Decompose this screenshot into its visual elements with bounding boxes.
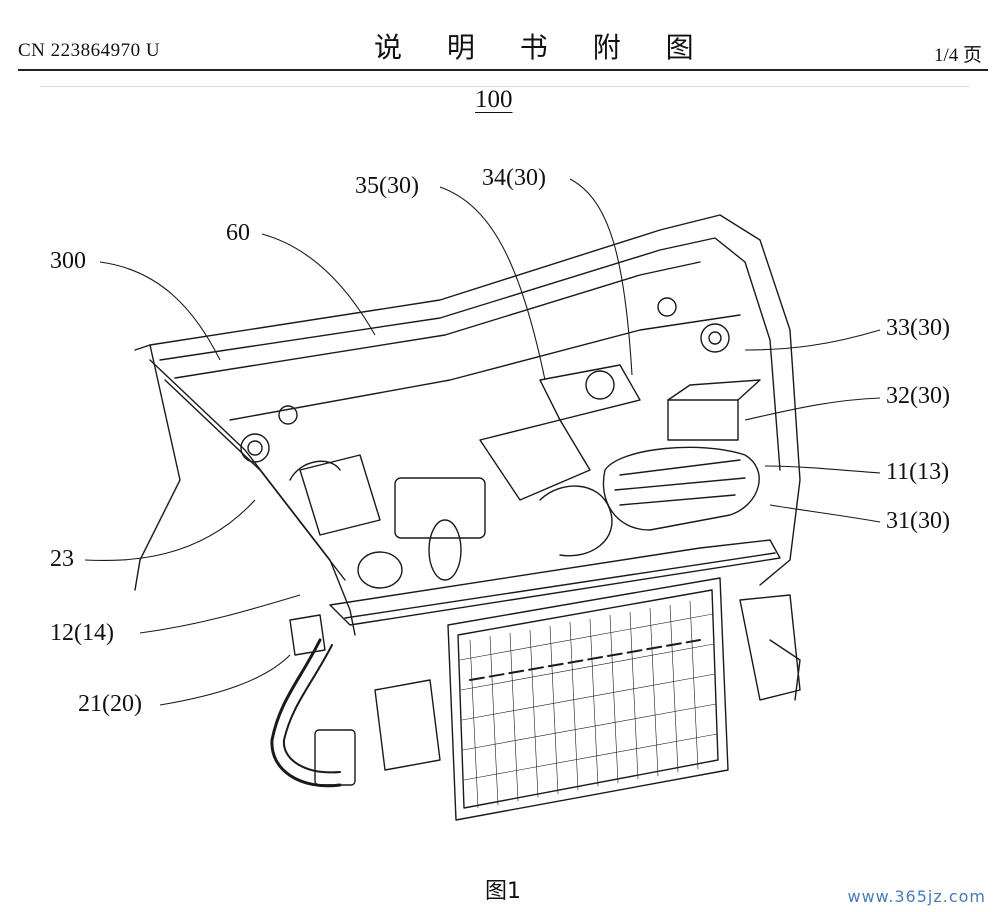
header-subrule bbox=[40, 86, 970, 87]
header-rule bbox=[18, 69, 988, 71]
page-indicator: 1/4 页 bbox=[933, 45, 982, 66]
callout-35: 35(30) bbox=[355, 173, 419, 199]
assembly-number: 100 bbox=[475, 86, 513, 113]
callout-60: 60 bbox=[226, 220, 250, 246]
section-title: 说 明 书 附 图 bbox=[374, 31, 712, 64]
watermark: www.365jz.com bbox=[847, 887, 986, 906]
callout-33: 33(30) bbox=[886, 315, 950, 341]
callout-21: 21(20) bbox=[78, 691, 142, 717]
figure-caption: 图1 bbox=[485, 879, 521, 904]
callout-32: 32(30) bbox=[886, 383, 950, 409]
patent-number: CN 223864970 U bbox=[18, 40, 161, 61]
callout-11: 11(13) bbox=[886, 459, 950, 485]
callout-12: 12(14) bbox=[50, 620, 114, 646]
callout-31: 31(30) bbox=[886, 508, 950, 534]
callout-23: 23 bbox=[50, 546, 74, 572]
callout-300: 300 bbox=[50, 248, 86, 274]
callout-34: 34(30) bbox=[482, 165, 546, 191]
